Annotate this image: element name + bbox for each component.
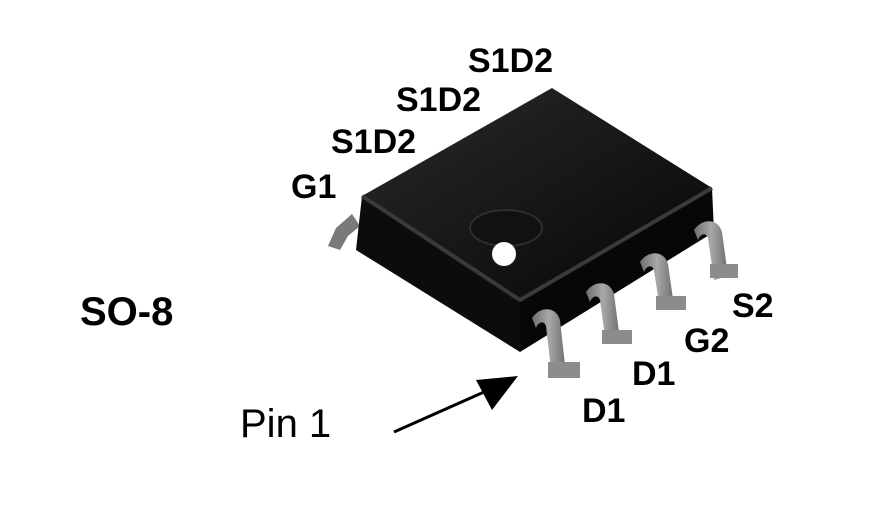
pin-label-s1d2-b: S1D2 bbox=[396, 81, 482, 119]
pin-label-s1d2-c: S1D2 bbox=[468, 42, 554, 80]
package-name: SO-8 bbox=[80, 290, 174, 334]
bottom-lead-3 bbox=[640, 253, 686, 310]
pin1-dot bbox=[492, 242, 516, 266]
pin-label-s1d2-a: S1D2 bbox=[331, 123, 417, 161]
pin-label-s2: S2 bbox=[732, 287, 774, 325]
pin-label-d1-a: D1 bbox=[582, 392, 626, 430]
bottom-lead-2 bbox=[586, 283, 632, 344]
pin1-label: Pin 1 bbox=[240, 402, 332, 446]
top-lead-1 bbox=[328, 214, 360, 250]
pin-label-g2: G2 bbox=[684, 322, 730, 360]
bottom-lead-4 bbox=[694, 221, 738, 280]
pin1-dimple bbox=[469, 209, 543, 247]
pin1-arrow bbox=[393, 376, 518, 434]
pin-label-d1-b: D1 bbox=[632, 355, 676, 393]
pin-label-g1: G1 bbox=[291, 168, 337, 206]
bottom-lead-1 bbox=[532, 309, 580, 378]
chip-body bbox=[356, 88, 714, 352]
